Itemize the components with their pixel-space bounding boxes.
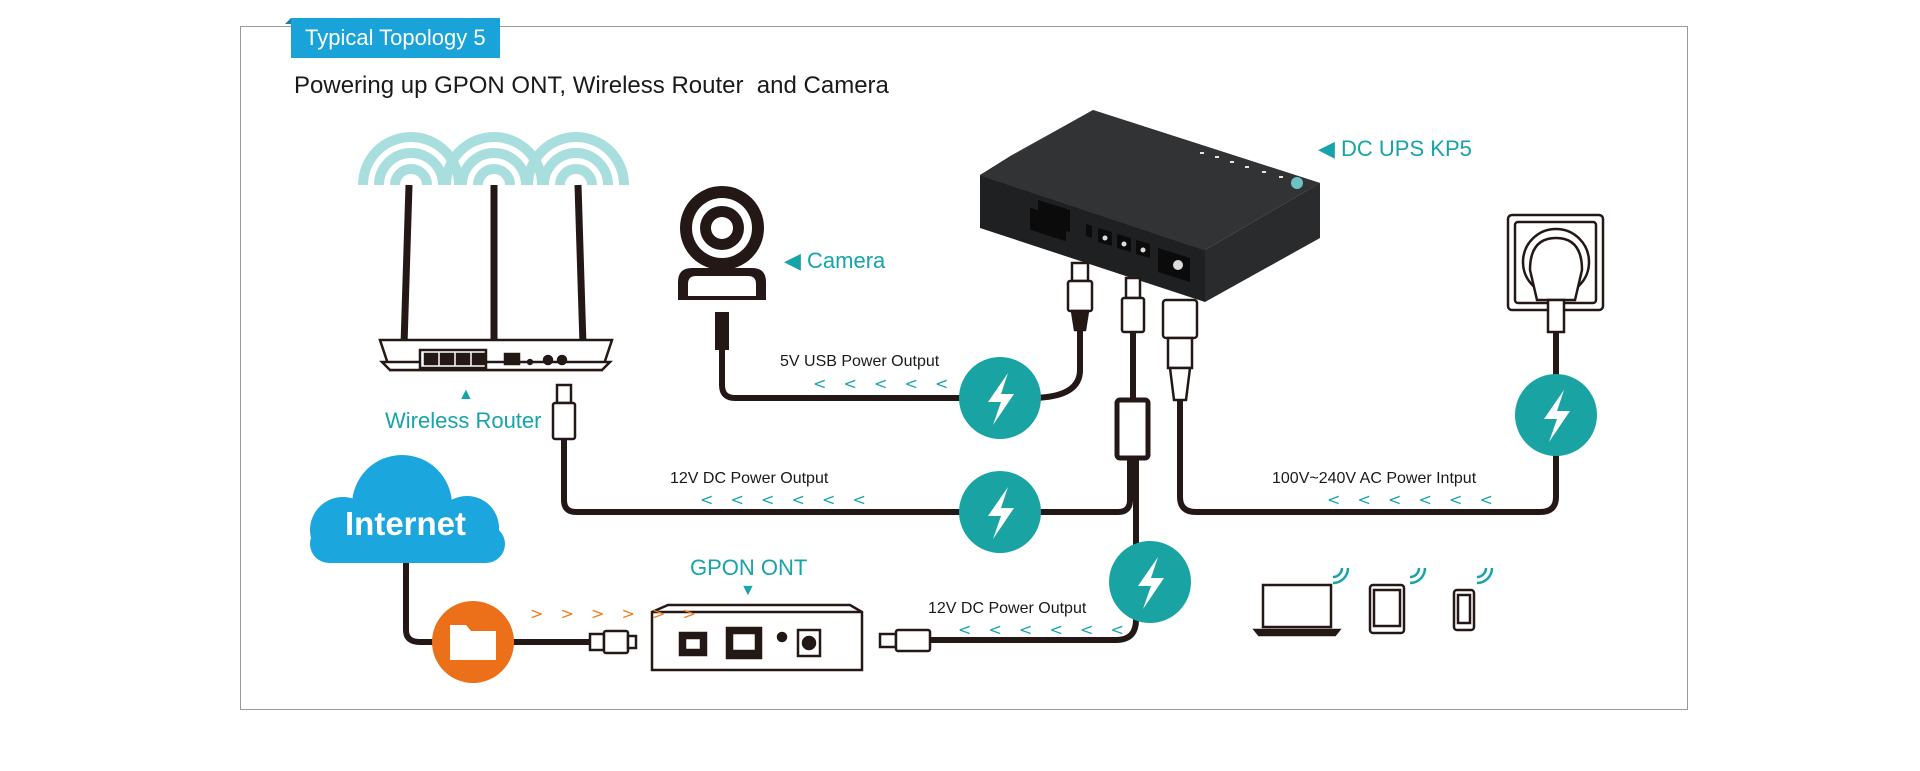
cable-splitter <box>1114 397 1151 461</box>
lightning-node-usb <box>959 357 1041 439</box>
gpon-flow-arrows: < < < < < < <box>958 620 1130 639</box>
lightning-icon <box>988 373 1014 425</box>
lightning-icon <box>988 487 1014 539</box>
gpon-pointer: ▼ <box>740 582 756 599</box>
folder-node <box>432 601 514 683</box>
router-pointer: ▲ <box>458 386 474 403</box>
ups-dc-plug <box>1120 276 1146 334</box>
fiber-cable <box>403 557 593 645</box>
camera-label: ◀ Camera <box>784 248 886 273</box>
ups-kp5-illustration <box>980 110 1320 302</box>
router-dc-plug <box>551 383 577 441</box>
folder-icon <box>450 625 496 660</box>
usb-output-label: 5V USB Power Output <box>780 353 940 370</box>
antenna-right <box>574 184 587 346</box>
fiber-connector <box>588 629 638 655</box>
diagram-subtitle: Powering up GPON ONT, Wireless Router an… <box>294 72 889 99</box>
router-dc-output-label: 12V DC Power Output <box>670 470 829 487</box>
router-label: Wireless Router <box>385 408 542 433</box>
gpon-dc-plug <box>878 628 932 653</box>
gpon-ont-illustration <box>650 603 864 672</box>
lightning-node-router <box>959 471 1041 553</box>
lightning-icon <box>1138 557 1164 609</box>
router-dc-cable <box>561 437 1133 515</box>
router-flow-arrows: < < < < < < <box>700 490 872 509</box>
lightning-node-gpon <box>1109 541 1191 623</box>
lightning-node-ac <box>1515 374 1597 456</box>
ac-cable <box>1177 327 1559 515</box>
ac-input-label: 100V~240V AC Power Intput <box>1272 470 1477 487</box>
laptop-icon <box>1252 583 1342 637</box>
router-wifi-signal <box>358 132 629 186</box>
wall-socket <box>1506 213 1605 334</box>
gpon-label: GPON ONT <box>690 555 808 580</box>
internet-cloud <box>310 455 505 563</box>
lightning-icon <box>1544 390 1570 442</box>
internet-flow-arrows: > > > > > > <box>530 604 702 623</box>
topology-tag: Typical Topology 5 <box>285 18 500 58</box>
ac-flow-arrows: < < < < < < <box>1327 490 1499 509</box>
camera-illustration <box>678 186 766 350</box>
internet-label: Internet <box>345 505 467 542</box>
usb-plug <box>1066 261 1094 332</box>
diagram-frame <box>240 26 1688 710</box>
gpon-dc-output-label: 12V DC Power Output <box>928 600 1087 617</box>
usb-flow-arrows: < < < < < < <box>813 374 985 393</box>
phone-icon <box>1452 588 1476 632</box>
ups-ac-plug <box>1161 298 1199 402</box>
tablet-icon <box>1368 583 1406 635</box>
wireless-router-illustration <box>378 184 614 372</box>
ups-label: ◀ DC UPS KP5 <box>1318 136 1472 161</box>
wifi-icon <box>1332 567 1494 585</box>
antenna-left <box>400 184 413 346</box>
